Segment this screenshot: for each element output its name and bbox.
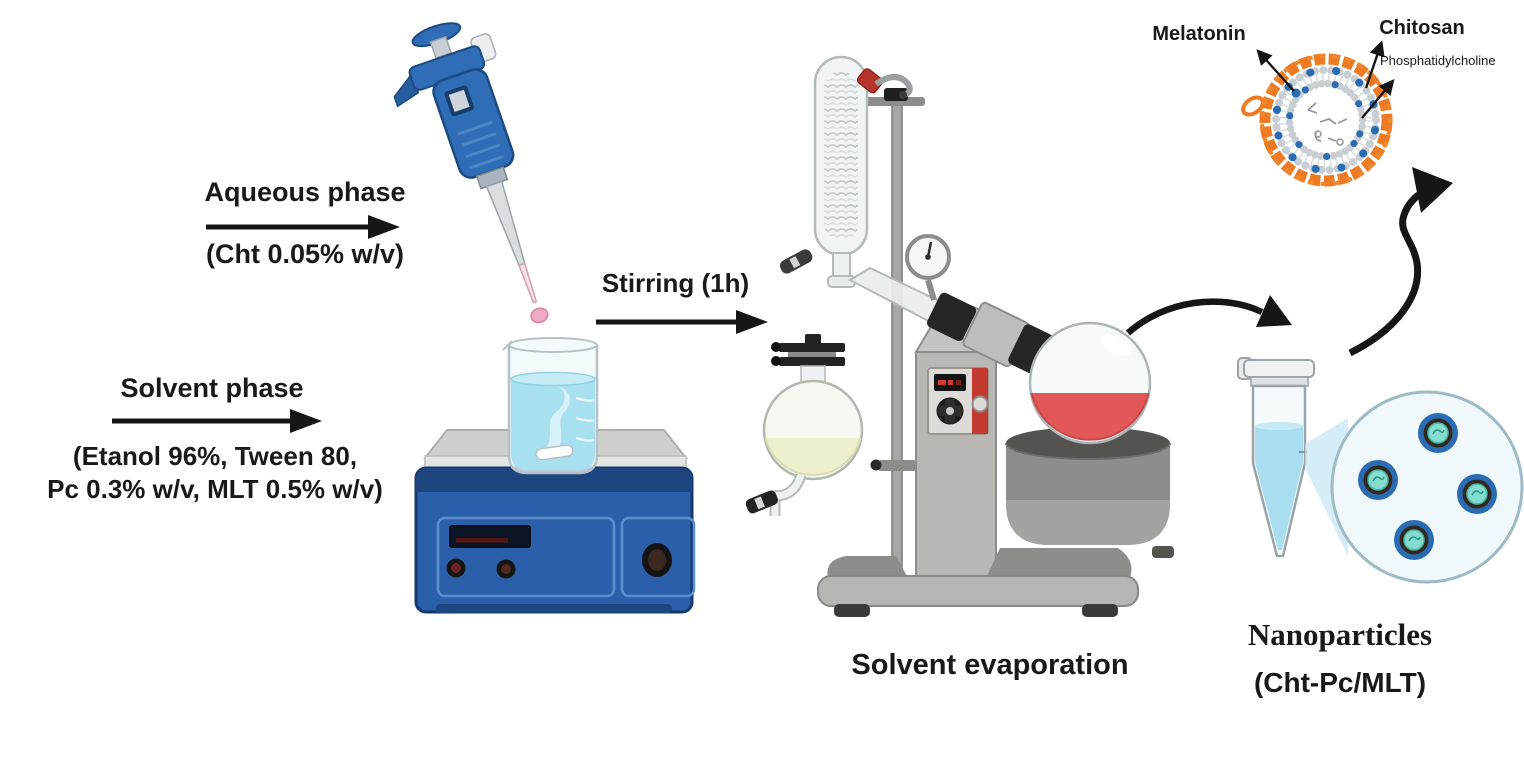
nanoparticle-dot [1357,459,1399,501]
rotavap-base [817,575,1139,607]
magnifier-circle-illustration [1305,390,1524,584]
stirring-arrow [596,310,768,334]
tube-liquid [1255,426,1303,550]
vortex [545,385,570,455]
flask-to-tube-arrow [1125,295,1292,336]
condenser-inlet-joint [856,68,883,94]
stirrer-display [449,525,531,548]
molecule-sketch [1307,102,1348,142]
nanoparticle-dot [1417,412,1459,454]
lipid-bilayer-outer [1272,66,1380,174]
solvent-evaporation-label: Solvent evaporation [851,649,1129,681]
stand-pole [891,94,903,582]
solvent-phase-label: Solvent phase [120,373,304,403]
stirring-label: Stirring (1h) [601,268,750,298]
phosphatidylcholine-label: Phosphatidylcholine [1380,53,1496,68]
micropipette-illustration [393,22,549,324]
aqueous-phase-detail: (Cht 0.05% w/v) [205,239,405,269]
aqueous-arrow [206,215,400,239]
flask-red-liquid [1031,393,1149,440]
chitosan-pointer [1364,40,1385,89]
phosphatidylcholine-pointer [1361,79,1395,119]
tube-cap [1243,359,1315,378]
aqueous-phase-label: Aqueous phase [204,177,406,207]
magnetic-stirrer-illustration [414,429,696,614]
stir-bar [535,444,574,461]
beaker-illustration [502,337,599,475]
chitosan-label: Chitosan [1379,17,1465,39]
rotary-evaporator-illustration [745,55,1174,617]
nanoparticles-title: Nanoparticles [1247,617,1433,652]
microcentrifuge-tube-illustration [1237,357,1315,558]
nanoparticle-dot [1456,473,1498,515]
melatonin-dots-inner [1286,80,1366,160]
melatonin-pointer [1256,49,1295,92]
nanoparticle-structure-illustration [1241,40,1395,187]
tube-to-nanoparticle-arrow [1348,167,1453,357]
nanoparticle-dot [1393,519,1435,561]
stirrer-left-panel [436,516,616,598]
rotavap-knob [971,395,989,413]
solvent-phase-detail-line1: (Etanol 96%, Tween 80, [72,441,358,471]
solvent-arrow [112,409,322,433]
nanoparticles-detail: (Cht-Pc/MLT) [1253,667,1427,698]
droplet [530,307,549,324]
stirrer-right-panel [620,516,696,598]
melatonin-label: Melatonin [1152,23,1246,45]
melatonin-dots-outer [1272,66,1380,174]
solvent-phase-detail-line2: Pc 0.3% w/v, MLT 0.5% w/v) [47,474,383,504]
